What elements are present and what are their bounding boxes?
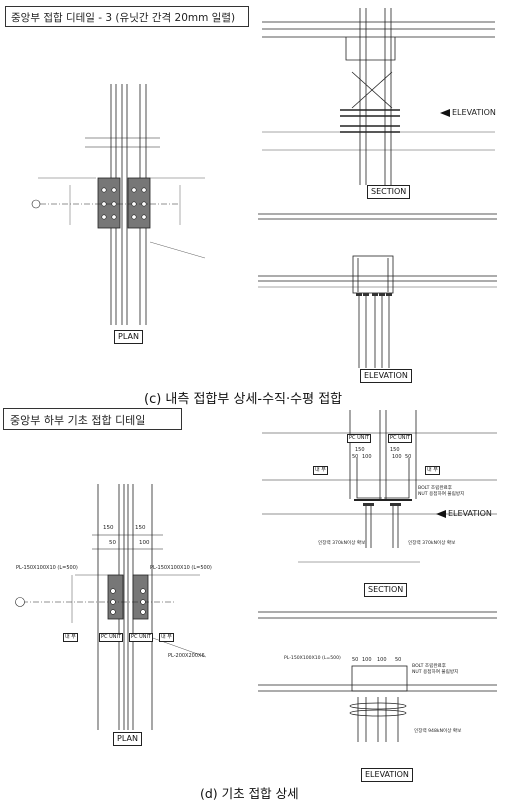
bottom-section-dim-50-b: 50 xyxy=(405,454,412,460)
top-elevation-arrow-label: ELEVATION xyxy=(452,108,496,117)
bottom-elevation-label: ELEVATION xyxy=(361,768,413,782)
bottom-elev-anchor: 인장력 948kN이상 확보 xyxy=(414,729,462,734)
bottom-caption: (d) 기초 접합 상세 xyxy=(200,786,299,801)
bottom-plan-pl-base: PL-200X200X6 xyxy=(168,653,205,659)
bottom-elev-dim-50-b: 50 xyxy=(395,657,402,663)
bottom-section-nut-note: NUT 용접하여 풀림방지 xyxy=(418,492,465,497)
bottom-title-text: 중앙부 하부 기초 접합 디테일 xyxy=(10,414,146,427)
bottom-plan-pl-left: PL-150X100X10 (L=500) xyxy=(16,565,78,571)
top-title: 중앙부 접합 디테일 - 3 (유닛간 간격 20mm 일렬) xyxy=(5,6,249,27)
bottom-plan-label: PLAN xyxy=(113,732,142,746)
bottom-section-anchor-left: 인장력 370kN이상 확보 xyxy=(318,541,366,546)
bottom-section-dim-100-a: 100 xyxy=(362,454,372,460)
bottom-elev-dim-50-a: 50 xyxy=(352,657,359,663)
bottom-elev-bolt-note: BOLT 조립완료후 xyxy=(412,664,447,669)
bottom-section-pc-unit-left: PC UNIT xyxy=(347,434,372,443)
bottom-section-dim-100-b: 100 xyxy=(392,454,402,460)
bottom-plan-pl-right: PL-150X100X10 (L=500) xyxy=(150,565,212,571)
bottom-plan-dim-150-right: 150 xyxy=(135,525,146,531)
bottom-plan-pc-unit-left: PC UNIT xyxy=(99,633,124,642)
bottom-section-inner-right: 내 부 xyxy=(425,466,440,475)
bottom-section-dim-150-right: 150 xyxy=(390,447,400,453)
bottom-section-pc-unit-right: PC UNIT xyxy=(388,434,413,443)
bottom-elevation-arrow-label: ELEVATION xyxy=(448,509,492,518)
bottom-section-anchor-right: 인장력 370kN이상 확보 xyxy=(408,541,456,546)
bottom-section-dim-150-left: 150 xyxy=(355,447,365,453)
bottom-plan-dim-150-left: 150 xyxy=(103,525,114,531)
top-title-text: 중앙부 접합 디테일 - 3 (유닛간 간격 20mm 일렬) xyxy=(11,12,236,24)
bottom-section-label: SECTION xyxy=(364,583,408,597)
bottom-elev-dim-100-a: 100 xyxy=(362,657,372,663)
bottom-section-dim-50-a: 50 xyxy=(352,454,359,460)
bottom-plan-inner-left: 내 부 xyxy=(63,633,78,642)
top-elevation-label: ELEVATION xyxy=(360,369,412,383)
top-plan-label: PLAN xyxy=(114,330,143,344)
bottom-section-inner-left: 내 부 xyxy=(313,466,328,475)
bottom-section-bolt-note: BOLT 조립완료후 xyxy=(418,486,453,491)
top-caption: (c) 내측 접합부 상세-수직·수평 접합 xyxy=(144,392,343,407)
bottom-plan-pc-unit-right: PC UNIT xyxy=(129,633,154,642)
top-section-label: SECTION xyxy=(367,185,411,199)
bottom-elev-nut-note: NUT 용접하여 풀림방지 xyxy=(412,670,459,675)
bottom-title: 중앙부 하부 기초 접합 디테일 xyxy=(3,408,182,430)
bottom-plan-inner-right: 내 부 xyxy=(159,633,174,642)
bottom-elev-pl: PL-150X100X10 (L=500) xyxy=(284,656,341,661)
bottom-plan-dim-50: 50 xyxy=(109,540,116,546)
bottom-plan-dim-100: 100 xyxy=(139,540,150,546)
bottom-elev-dim-100-b: 100 xyxy=(377,657,387,663)
